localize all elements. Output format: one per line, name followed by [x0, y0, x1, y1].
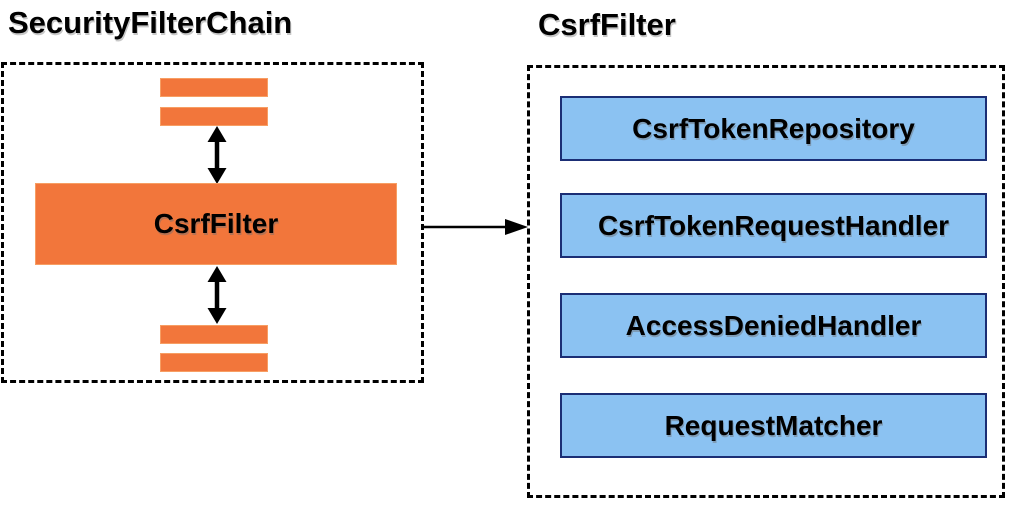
filter-chain-bar [160, 353, 268, 372]
right-arrow-icon [421, 217, 528, 237]
csrf-filter-node: CsrfFilter [13, 183, 397, 285]
double-headed-arrow-icon [204, 126, 230, 184]
component-label: AccessDeniedHandler [625, 309, 922, 341]
filter-chain-bar [160, 107, 268, 126]
component-box-csrf-token-request-handler: CsrfTokenRequestHandler [539, 193, 987, 277]
component-label: RequestMatcher [664, 409, 883, 441]
csrf-filter-node-label: CsrfFilter [153, 208, 279, 239]
double-headed-arrow-icon [204, 266, 230, 324]
filter-chain-bar [160, 325, 268, 344]
csrf-filter-title: CsrfFilter [538, 7, 676, 42]
security-filter-chain-box: CsrfFilter [1, 62, 424, 383]
component-label: CsrfTokenRepository [632, 112, 915, 144]
component-box-csrf-token-repository: CsrfTokenRepository [539, 96, 987, 180]
component-box-request-matcher: RequestMatcher [539, 393, 987, 477]
security-filter-chain-title: SecurityFilterChain [8, 5, 293, 40]
component-box-access-denied-handler: AccessDeniedHandler [539, 293, 987, 377]
csrf-filter-components-box: CsrfTokenRepository CsrfTokenRequestHand… [527, 65, 1005, 498]
filter-chain-bar [160, 78, 268, 97]
component-label: CsrfTokenRequestHandler [597, 209, 950, 241]
